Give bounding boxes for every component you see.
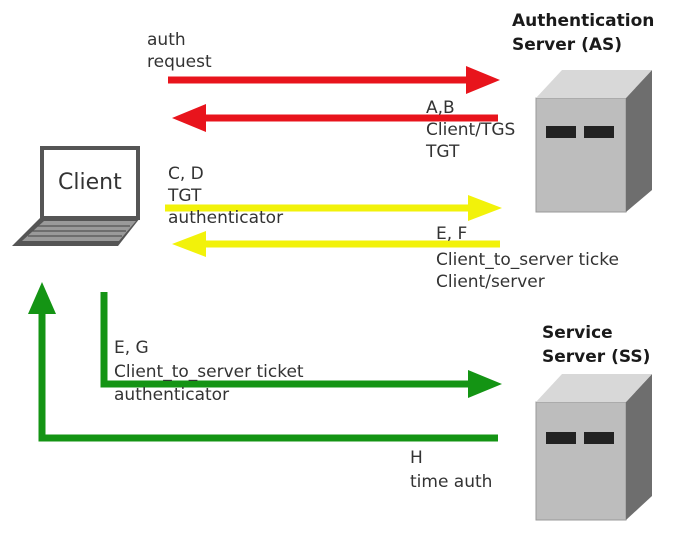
ss-server-icon: [535, 374, 652, 521]
ab-line2: Client/TGS: [426, 120, 516, 140]
eg-line1: E, G: [114, 338, 149, 358]
ss-title-line1: Service: [542, 323, 613, 343]
laptop-icon: [12, 146, 140, 246]
cd-line2: TGT: [168, 186, 202, 206]
auth-request-line1: auth: [147, 30, 186, 50]
eg-line3: authenticator: [114, 385, 230, 405]
auth-request-line2: request: [147, 52, 212, 72]
as-title-line2: Server (AS): [512, 35, 623, 55]
yellow-arrows: [165, 195, 502, 257]
as-title-line1: Authentication: [512, 11, 655, 31]
cd-line3: authenticator: [168, 208, 284, 228]
ef-line3: Client/server: [436, 272, 545, 292]
ab-line3: TGT: [426, 142, 460, 162]
ab-line1: A,B: [426, 98, 455, 118]
client-label: Client: [58, 170, 122, 195]
h-line2: time auth: [410, 472, 493, 492]
as-server-icon: [535, 70, 652, 213]
green-arrows: [28, 282, 502, 442]
eg-line2: Client_to_server ticket: [114, 362, 304, 382]
ss-title-line2: Server (SS): [542, 347, 651, 367]
ef-line2: Client_to_server ticke: [436, 250, 619, 270]
ef-line1: E, F: [436, 224, 468, 244]
h-line1: H: [410, 448, 423, 468]
cd-line1: C, D: [168, 164, 204, 184]
red-arrows: [168, 66, 500, 132]
